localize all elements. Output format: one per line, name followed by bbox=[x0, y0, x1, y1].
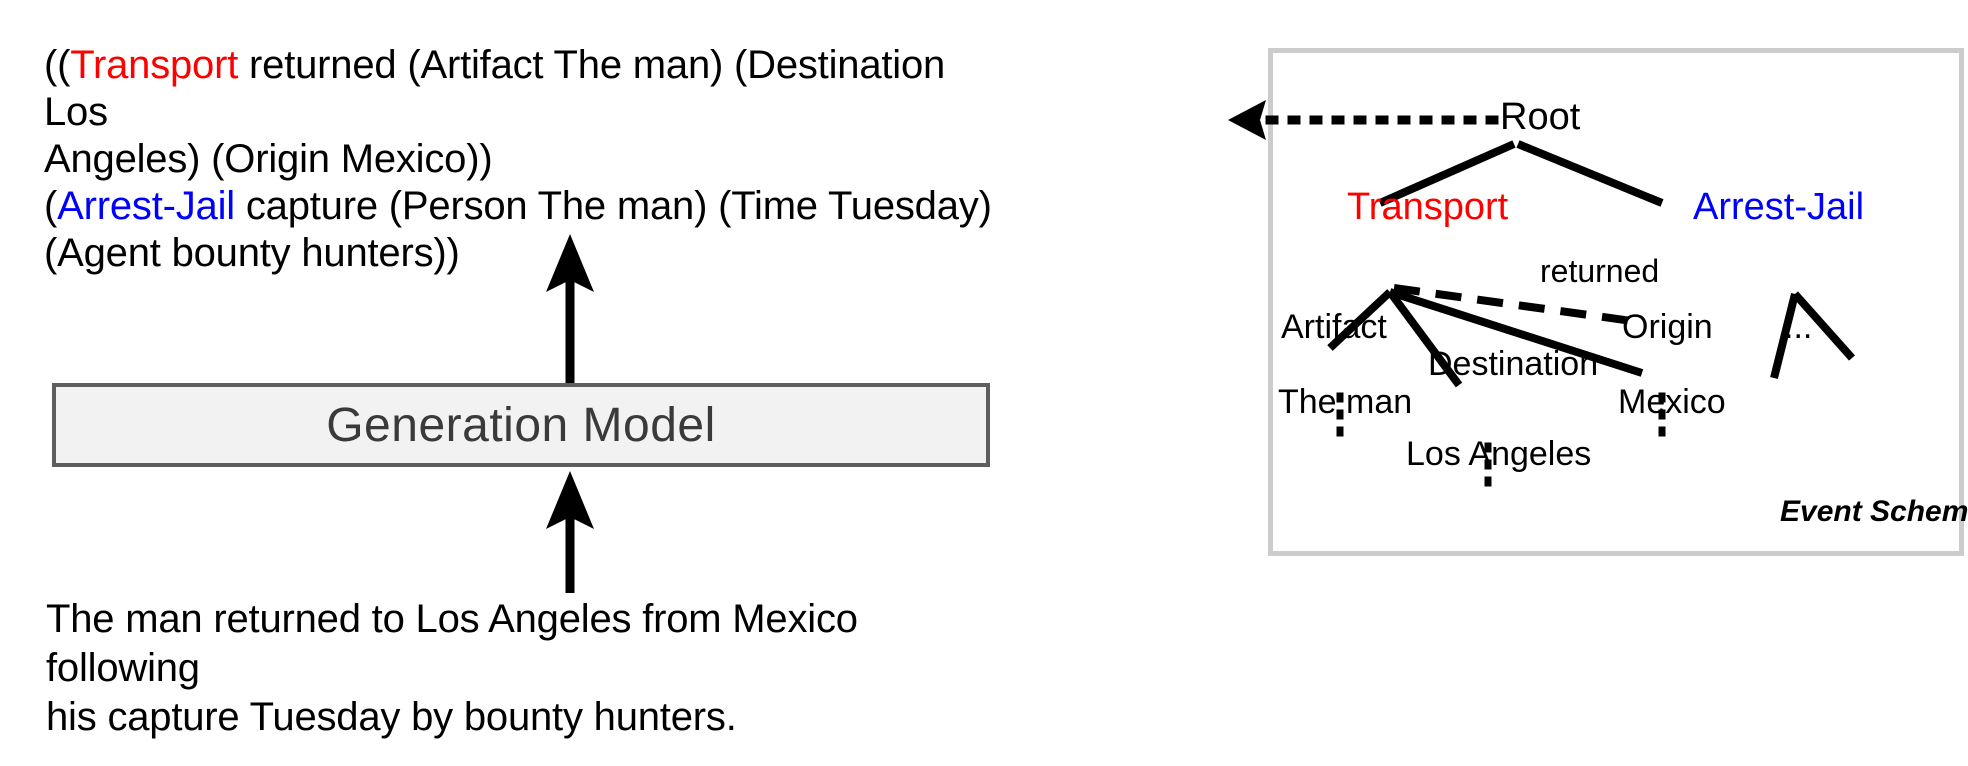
input-sentence-text: The man returned to Los Angeles from Mex… bbox=[46, 595, 996, 742]
linearized-output-text: ((Transport returned (Artifact The man) … bbox=[44, 42, 994, 277]
arrow-model-to-output bbox=[546, 234, 594, 385]
output-line4: (Agent bounty hunters)) bbox=[44, 231, 460, 275]
generation-model-label: Generation Model bbox=[326, 398, 716, 452]
schema-node-root[interactable]: Root bbox=[1500, 96, 1581, 138]
schema-node-returned[interactable]: returned bbox=[1540, 253, 1660, 289]
event-schema-panel bbox=[1268, 48, 1964, 556]
event-schema-caption: Event Schema bbox=[1780, 495, 1968, 528]
input-line2: his capture Tuesday by bounty hunters. bbox=[46, 695, 737, 739]
schema-node-origin[interactable]: Origin bbox=[1622, 308, 1713, 346]
schema-node-arrest-jail[interactable]: Arrest-Jail bbox=[1693, 186, 1865, 228]
output-line2: Angeles) (Origin Mexico)) bbox=[44, 137, 493, 181]
schema-node-los-angeles[interactable]: Los Angeles bbox=[1406, 435, 1592, 473]
schema-node-the-man[interactable]: The man bbox=[1278, 383, 1413, 421]
input-line1: The man returned to Los Angeles from Mex… bbox=[46, 597, 858, 690]
output-line1-rest: returned (Artifact The man) (Destination… bbox=[44, 43, 956, 134]
arrow-input-to-model bbox=[546, 471, 594, 593]
output-line3-rest: capture (Person The man) (Time Tuesday) bbox=[234, 184, 992, 228]
schema-node-destination[interactable]: Destination bbox=[1428, 345, 1599, 383]
output-line1-prefix: (( bbox=[44, 43, 71, 87]
schema-node-ellipsis: ... bbox=[1784, 308, 1813, 346]
schema-node-mexico[interactable]: Mexico bbox=[1618, 383, 1726, 421]
output-line3-prefix: ( bbox=[44, 184, 58, 228]
schema-node-transport[interactable]: Transport bbox=[1347, 186, 1509, 228]
output-token-transport: Transport bbox=[70, 43, 239, 87]
schema-node-artifact[interactable]: Artifact bbox=[1281, 308, 1387, 346]
output-token-arrest-jail: Arrest-Jail bbox=[57, 184, 235, 228]
generation-model-box[interactable]: Generation Model bbox=[52, 383, 990, 467]
